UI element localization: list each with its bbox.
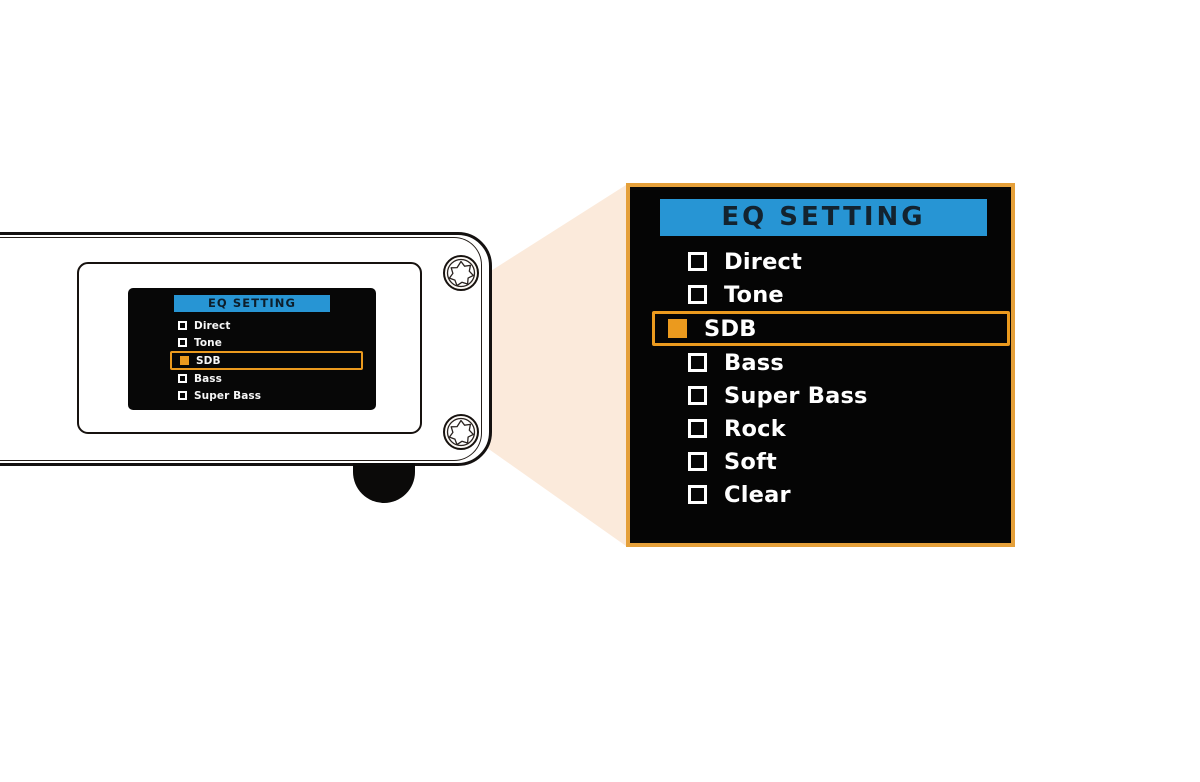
panel-eq-item-label: Direct [724, 248, 803, 275]
checkbox-empty-icon[interactable] [178, 321, 187, 330]
checkbox-empty-icon[interactable] [688, 285, 707, 304]
device-eq-item-label: SDB [196, 354, 221, 367]
checkbox-empty-icon[interactable] [688, 353, 707, 372]
panel-eq-item-soft[interactable]: Soft [630, 445, 1011, 478]
checkbox-empty-icon[interactable] [688, 252, 707, 271]
device-eq-item-sdb[interactable]: SDB [170, 351, 363, 370]
checkbox-checked-icon[interactable] [180, 356, 189, 365]
checkbox-empty-icon[interactable] [178, 338, 187, 347]
panel-eq-item-label: Rock [724, 415, 786, 442]
device-eq-item-direct[interactable]: Direct [128, 317, 376, 334]
checkbox-checked-icon[interactable] [668, 319, 687, 338]
checkbox-empty-icon[interactable] [688, 452, 707, 471]
panel-eq-item-label: Super Bass [724, 382, 868, 409]
checkbox-empty-icon[interactable] [688, 386, 707, 405]
panel-eq-item-label: Soft [724, 448, 778, 475]
device-eq-item-label: Direct [194, 319, 231, 332]
device-foot-knob [353, 463, 415, 503]
device-eq-item-label: Tone [194, 336, 222, 349]
panel-eq-item-label: Tone [724, 281, 784, 308]
torx-screw-top-icon [443, 255, 479, 291]
panel-eq-item-label: Bass [724, 349, 784, 376]
panel-eq-item-bass[interactable]: Bass [630, 346, 1011, 379]
checkbox-empty-icon[interactable] [178, 391, 187, 400]
checkbox-empty-icon[interactable] [178, 374, 187, 383]
panel-eq-item-rock[interactable]: Rock [630, 412, 1011, 445]
device-eq-item-tone[interactable]: Tone [128, 334, 376, 351]
device-eq-item-label: Super Bass [194, 389, 262, 402]
panel-title: EQ SETTING [660, 199, 987, 236]
panel-eq-item-super-bass[interactable]: Super Bass [630, 379, 1011, 412]
device-eq-item-bass[interactable]: Bass [128, 370, 376, 387]
device-eq-item-label: Bass [194, 372, 222, 385]
panel-eq-item-tone[interactable]: Tone [630, 278, 1011, 311]
panel-eq-item-clear[interactable]: Clear [630, 478, 1011, 511]
panel-eq-item-label: SDB [704, 315, 757, 342]
checkbox-empty-icon[interactable] [688, 419, 707, 438]
device-body-inner-outline [0, 237, 482, 461]
panel-eq-item-sdb[interactable]: SDB [652, 311, 1010, 346]
torx-screw-bottom-icon [443, 414, 479, 450]
checkbox-empty-icon[interactable] [688, 485, 707, 504]
device-screen-title: EQ SETTING [174, 295, 330, 312]
device-eq-item-super-bass[interactable]: Super Bass [128, 387, 376, 404]
panel-eq-item-direct[interactable]: Direct [630, 245, 1011, 278]
panel-eq-item-label: Clear [724, 481, 791, 508]
